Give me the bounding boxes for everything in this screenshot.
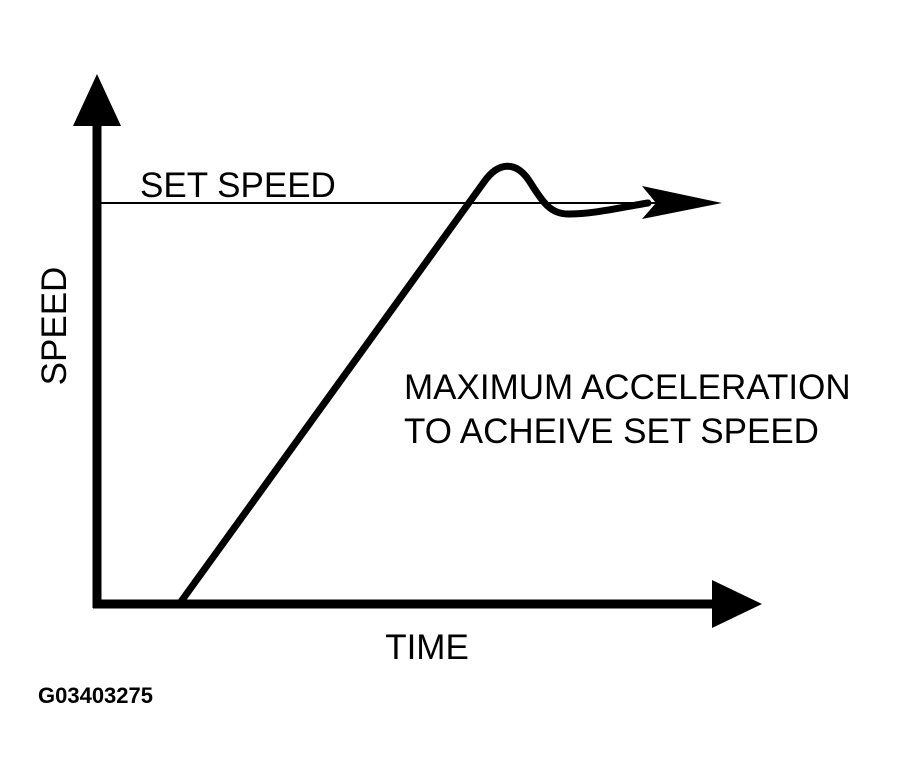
annotation-line-1: MAXIMUM ACCELERATION [404,368,851,407]
annotation-line-2: TO ACHEIVE SET SPEED [404,412,819,451]
set-speed-arrowhead [642,186,722,219]
x-axis-label: TIME [385,628,469,667]
set-speed-label: SET SPEED [140,166,336,205]
y-axis-label: SPEED [35,267,74,386]
figure-id-label: G03403275 [38,683,153,708]
x-axis-arrowhead [712,580,762,628]
speed-curve [176,162,652,607]
y-axis-arrowhead [73,74,121,126]
